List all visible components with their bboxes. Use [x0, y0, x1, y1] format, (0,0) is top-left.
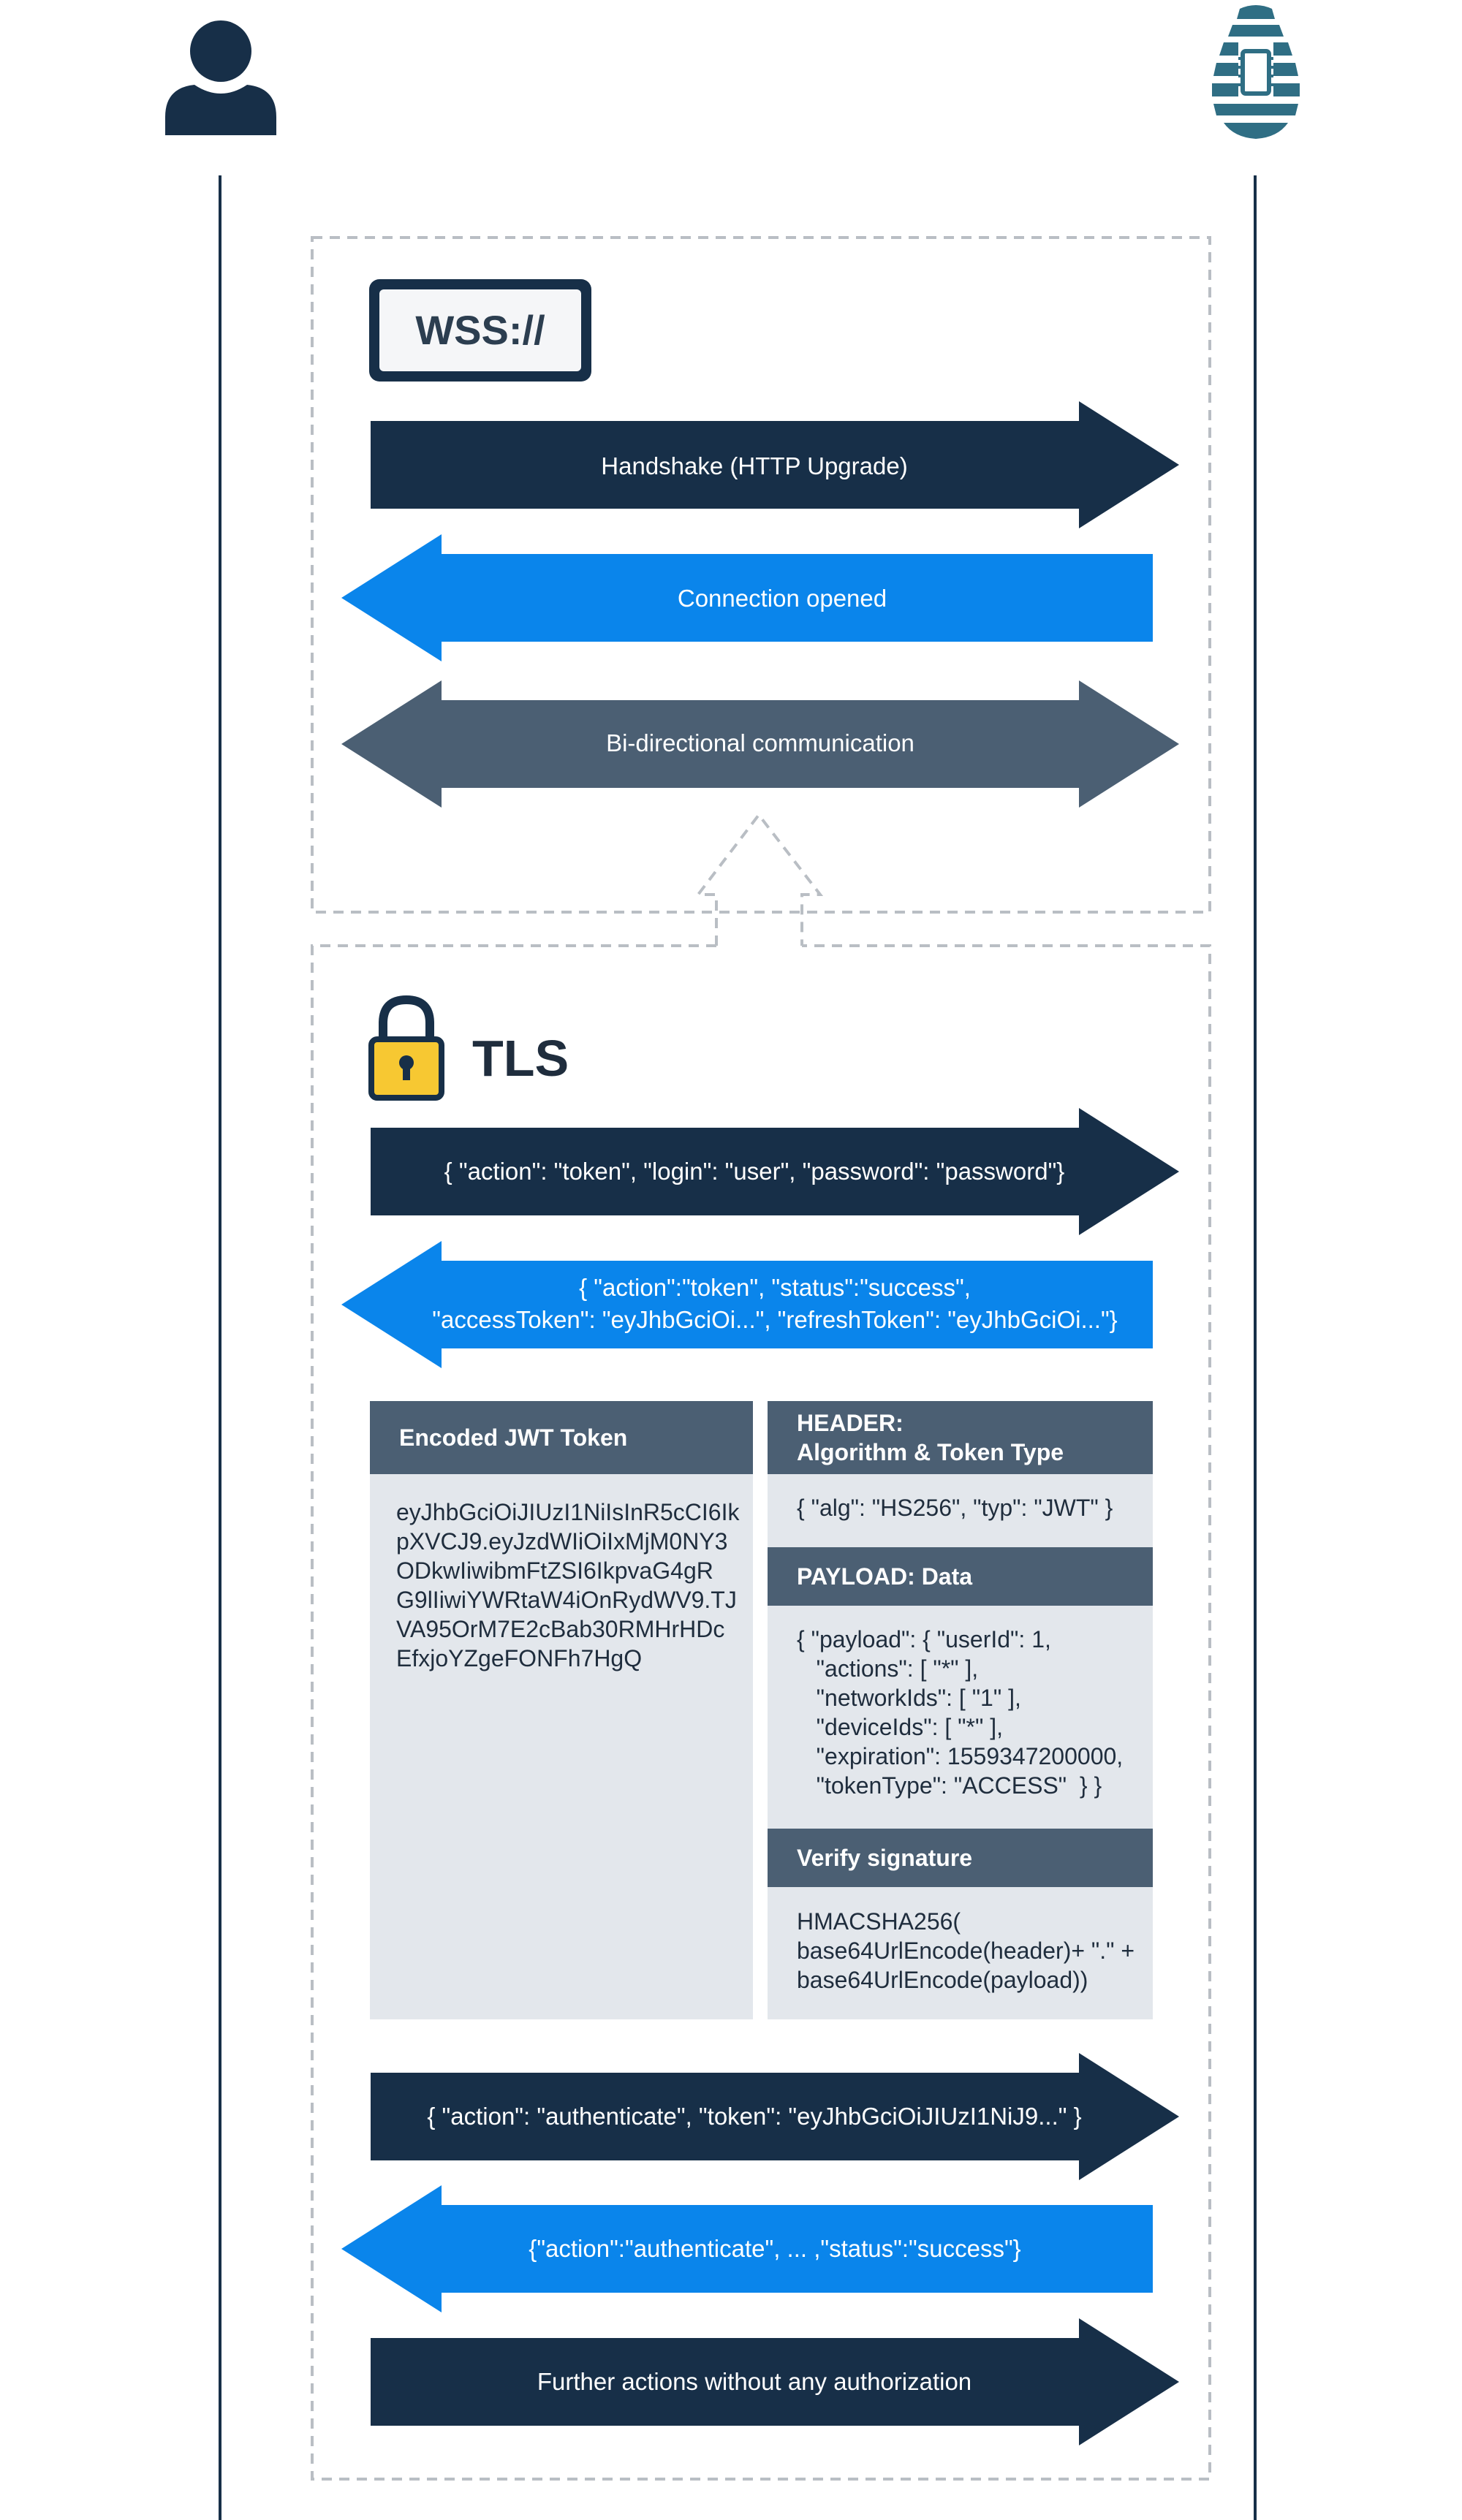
- jwt-payload-line: "expiration": 1559347200000,: [797, 1743, 1124, 1769]
- jwt-payload-line: { "payload": { "userId": 1,: [797, 1626, 1051, 1652]
- connection-opened-arrow-label: Connection opened: [677, 585, 887, 612]
- authenticate-response-arrow-label: {"action":"authenticate", ... ,"status":…: [529, 2235, 1021, 2262]
- token-response-arrow-label-line1: { "action":"token", "status":"success",: [579, 1274, 971, 1301]
- encoded-jwt-line: eyJhbGciOiJIUzI1NiIsInR5cCI6Ik: [396, 1499, 740, 1525]
- handshake-arrow: [371, 401, 1179, 528]
- further-actions-arrow: [371, 2318, 1179, 2445]
- encoded-jwt-line: VA95OrM7E2cBab30RMHrHDc: [396, 1616, 725, 1642]
- bidirectional-arrow-label: Bi-directional communication: [606, 729, 914, 756]
- jwt-header-title: HEADER: Algorithm & Token Type: [797, 1410, 1064, 1465]
- jwt-verify-title: Verify signature: [797, 1845, 973, 1871]
- tls-to-wss-connector: [694, 812, 824, 946]
- lock-icon: [368, 995, 444, 1101]
- authenticate-arrow: [371, 2053, 1179, 2180]
- further-actions-arrow-label: Further actions without any authorizatio…: [537, 2368, 972, 2395]
- token-request-arrow: [371, 1108, 1179, 1235]
- authenticate-response-arrow: [341, 2185, 1153, 2312]
- tls-title: TLS: [472, 1030, 569, 1087]
- jwt-payload-title: PAYLOAD: Data: [797, 1563, 973, 1590]
- wss-frame: [311, 236, 1211, 914]
- decoded-jwt-panel: HEADER: Algorithm & Token Type { "alg": …: [768, 1401, 1153, 2019]
- connection-opened-arrow: [341, 534, 1153, 661]
- token-request-arrow-label: { "action": "token", "login": "user", "p…: [444, 1158, 1065, 1185]
- wss-badge: WSS://: [369, 279, 591, 382]
- encoded-jwt-title: Encoded JWT Token: [399, 1424, 628, 1451]
- token-response-arrow: [341, 1241, 1153, 1368]
- encoded-jwt-line: EfxjoYZgeFONFh7HgQ: [396, 1645, 643, 1671]
- user-lifeline: [219, 175, 221, 2520]
- server-lifeline: [1254, 175, 1257, 2520]
- encoded-jwt-line: ODkwIiwibmFtZSI6IkpvaG4gR: [396, 1557, 713, 1584]
- wss-badge-label: WSS://: [415, 307, 545, 353]
- tls-frame: [311, 944, 1211, 2481]
- encoded-jwt-line: G9lIiwiYWRtaW4iOnRydWV9.TJ: [396, 1587, 737, 1613]
- token-response-arrow-label-line2: "accessToken": "eyJhbGciOi...", "refresh…: [432, 1306, 1118, 1333]
- jwt-payload-line: "deviceIds": [ "*" ],: [797, 1714, 1003, 1740]
- encoded-jwt-line: pXVCJ9.eyJzdWIiOiIxMjM0NY3: [396, 1528, 728, 1555]
- authenticate-arrow-label: { "action": "authenticate", "token": "ey…: [427, 2103, 1082, 2130]
- jwt-header-value: { "alg": "HS256", "typ": "JWT" }: [797, 1495, 1113, 1521]
- jwt-payload-line: "networkIds": [ "1" ],: [797, 1685, 1021, 1711]
- server-hive-icon: [1212, 5, 1300, 139]
- handshake-arrow-label: Handshake (HTTP Upgrade): [601, 452, 908, 479]
- jwt-verify-line: base64UrlEncode(payload)): [797, 1967, 1088, 1993]
- jwt-payload-line: "tokenType": "ACCESS" } }: [797, 1772, 1102, 1799]
- jwt-verify-line: base64UrlEncode(header)+ "." +: [797, 1938, 1135, 1964]
- jwt-verify-line: HMACSHA256(: [797, 1908, 961, 1935]
- encoded-jwt-panel: Encoded JWT Token eyJhbGciOiJIUzI1NiIsIn…: [370, 1401, 753, 2019]
- user-icon: [165, 20, 276, 135]
- bidirectional-arrow: [341, 680, 1179, 808]
- jwt-payload-line: "actions": [ "*" ],: [797, 1655, 979, 1682]
